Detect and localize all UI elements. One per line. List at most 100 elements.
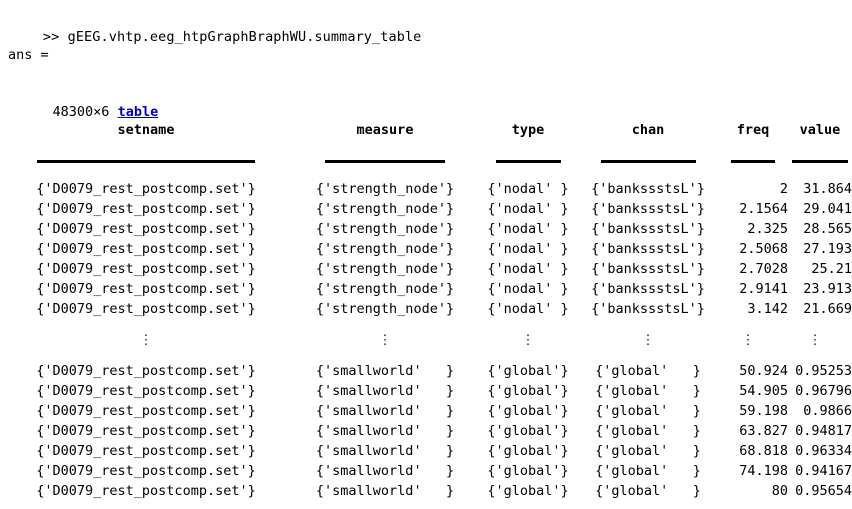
table-row: {'D0079_rest_postcomp.set'} {'smallworld… <box>0 461 852 481</box>
table-header-rule-row <box>0 141 852 163</box>
ans-label: ans = <box>8 47 49 63</box>
command-text: >> gEEG.vhtp.eeg_htpGraphBraphWU.summary… <box>42 29 422 45</box>
cell-freq: 63.827 <box>739 423 788 439</box>
cell-value: 25.21 <box>811 261 852 277</box>
cell-type: {'nodal' } <box>487 241 569 257</box>
column-header-setname: setname <box>117 122 175 138</box>
cell-chan: {'bankssstsL'} <box>591 201 705 217</box>
cell-measure: {'strength_node'} <box>315 281 455 297</box>
table-row: {'D0079_rest_postcomp.set'} {'strength_n… <box>0 259 852 279</box>
cell-type: {'nodal' } <box>487 261 569 277</box>
cell-type: {'nodal' } <box>487 201 569 217</box>
cell-setname: {'D0079_rest_postcomp.set'} <box>36 403 256 419</box>
table-row: {'D0079_rest_postcomp.set'} {'smallworld… <box>0 441 852 461</box>
cell-measure: {'smallworld' } <box>315 443 455 459</box>
cell-setname: {'D0079_rest_postcomp.set'} <box>36 483 256 499</box>
table-size-text: 48300×6 <box>52 104 110 120</box>
cell-setname: {'D0079_rest_postcomp.set'} <box>36 463 256 479</box>
cell-setname: {'D0079_rest_postcomp.set'} <box>36 221 256 237</box>
table-type-link[interactable]: table <box>117 104 159 120</box>
table-row: {'D0079_rest_postcomp.set'} {'strength_n… <box>0 299 852 319</box>
table-header-row: setname measure type chan freq value <box>0 118 852 141</box>
result-summary-line: 48300×6 table <box>20 82 159 142</box>
cell-measure: {'smallworld' } <box>315 423 455 439</box>
cell-chan: {'global' } <box>595 463 701 479</box>
table-ellipsis-row: ⋮ ⋮ ⋮ ⋮ ⋮ ⋮ <box>0 319 852 361</box>
cell-freq: 74.198 <box>739 463 788 479</box>
cell-freq: 54.905 <box>739 383 788 399</box>
cell-freq: 2.5068 <box>739 241 788 257</box>
cell-type: {'global'} <box>487 383 569 399</box>
table-row: {'D0079_rest_postcomp.set'} {'smallworld… <box>0 381 852 401</box>
cell-type: {'global'} <box>487 363 569 379</box>
cell-measure: {'strength_node'} <box>315 181 455 197</box>
cell-measure: {'strength_node'} <box>315 241 455 257</box>
table-body: {'D0079_rest_postcomp.set'} {'strength_n… <box>0 179 852 501</box>
cell-freq: 2.325 <box>747 221 788 237</box>
cell-freq: 80 <box>771 483 788 499</box>
cell-chan: {'global' } <box>595 423 701 439</box>
cell-chan: {'global' } <box>595 363 701 379</box>
cell-chan: {'global' } <box>595 383 701 399</box>
ellipsis-value: ⋮ <box>808 332 822 348</box>
cell-measure: {'smallworld' } <box>315 463 455 479</box>
table-row: {'D0079_rest_postcomp.set'} {'strength_n… <box>0 219 852 239</box>
header-spacer-cell <box>0 163 852 179</box>
cell-value: 27.193 <box>803 241 852 257</box>
cell-chan: {'bankssstsL'} <box>591 181 705 197</box>
cell-value: 31.864 <box>803 181 852 197</box>
column-header-measure: measure <box>356 122 414 138</box>
cell-chan: {'bankssstsL'} <box>591 261 705 277</box>
cell-measure: {'smallworld' } <box>315 483 455 499</box>
cell-measure: {'strength_node'} <box>315 261 455 277</box>
cell-type: {'global'} <box>487 463 569 479</box>
cell-type: {'nodal' } <box>487 301 569 317</box>
ellipsis-freq: ⋮ <box>741 332 755 348</box>
ellipsis-measure: ⋮ <box>378 332 392 348</box>
table-row: {'D0079_rest_postcomp.set'} {'strength_n… <box>0 179 852 199</box>
cell-setname: {'D0079_rest_postcomp.set'} <box>36 383 256 399</box>
cell-setname: {'D0079_rest_postcomp.set'} <box>36 281 256 297</box>
cell-value: 0.94817 <box>795 423 852 439</box>
command-prompt-line: >> gEEG.vhtp.eeg_htpGraphBraphWU.summary… <box>10 7 421 67</box>
table-row: {'D0079_rest_postcomp.set'} {'smallworld… <box>0 401 852 421</box>
cell-type: {'global'} <box>487 403 569 419</box>
cell-measure: {'strength_node'} <box>315 201 455 217</box>
cell-freq: 2.9141 <box>739 281 788 297</box>
table-row: {'D0079_rest_postcomp.set'} {'smallworld… <box>0 421 852 441</box>
header-rule-freq <box>718 141 788 163</box>
ellipsis-chan: ⋮ <box>641 332 655 348</box>
cell-setname: {'D0079_rest_postcomp.set'} <box>36 423 256 439</box>
cell-freq: 59.198 <box>739 403 788 419</box>
cell-type: {'global'} <box>487 443 569 459</box>
table-row: {'D0079_rest_postcomp.set'} {'smallworld… <box>0 481 852 501</box>
cell-setname: {'D0079_rest_postcomp.set'} <box>36 363 256 379</box>
cell-value: 29.041 <box>803 201 852 217</box>
cell-type: {'nodal' } <box>487 221 569 237</box>
cell-freq: 50.924 <box>739 363 788 379</box>
table-row: {'D0079_rest_postcomp.set'} {'smallworld… <box>0 361 852 381</box>
summary-table: setname measure type chan freq value <box>0 118 852 501</box>
cell-measure: {'smallworld' } <box>315 383 455 399</box>
cell-measure: {'strength_node'} <box>315 301 455 317</box>
cell-chan: {'bankssstsL'} <box>591 301 705 317</box>
header-spacer-row <box>0 163 852 179</box>
cell-type: {'nodal' } <box>487 181 569 197</box>
cell-value: 21.669 <box>803 301 852 317</box>
cell-setname: {'D0079_rest_postcomp.set'} <box>36 241 256 257</box>
cell-measure: {'smallworld' } <box>315 403 455 419</box>
cell-value: 28.565 <box>803 221 852 237</box>
cell-freq: 2 <box>779 181 788 197</box>
cell-chan: {'global' } <box>595 403 701 419</box>
column-header-value: value <box>799 122 841 138</box>
cell-setname: {'D0079_rest_postcomp.set'} <box>36 261 256 277</box>
table-row: {'D0079_rest_postcomp.set'} {'strength_n… <box>0 239 852 259</box>
cell-value: 0.95654 <box>795 483 852 499</box>
table-row: {'D0079_rest_postcomp.set'} {'strength_n… <box>0 199 852 219</box>
cell-type: {'global'} <box>487 483 569 499</box>
cell-freq: 68.818 <box>739 443 788 459</box>
header-rule-type <box>478 141 578 163</box>
header-rule-setname <box>0 141 292 163</box>
cell-value: 0.96796 <box>795 383 852 399</box>
